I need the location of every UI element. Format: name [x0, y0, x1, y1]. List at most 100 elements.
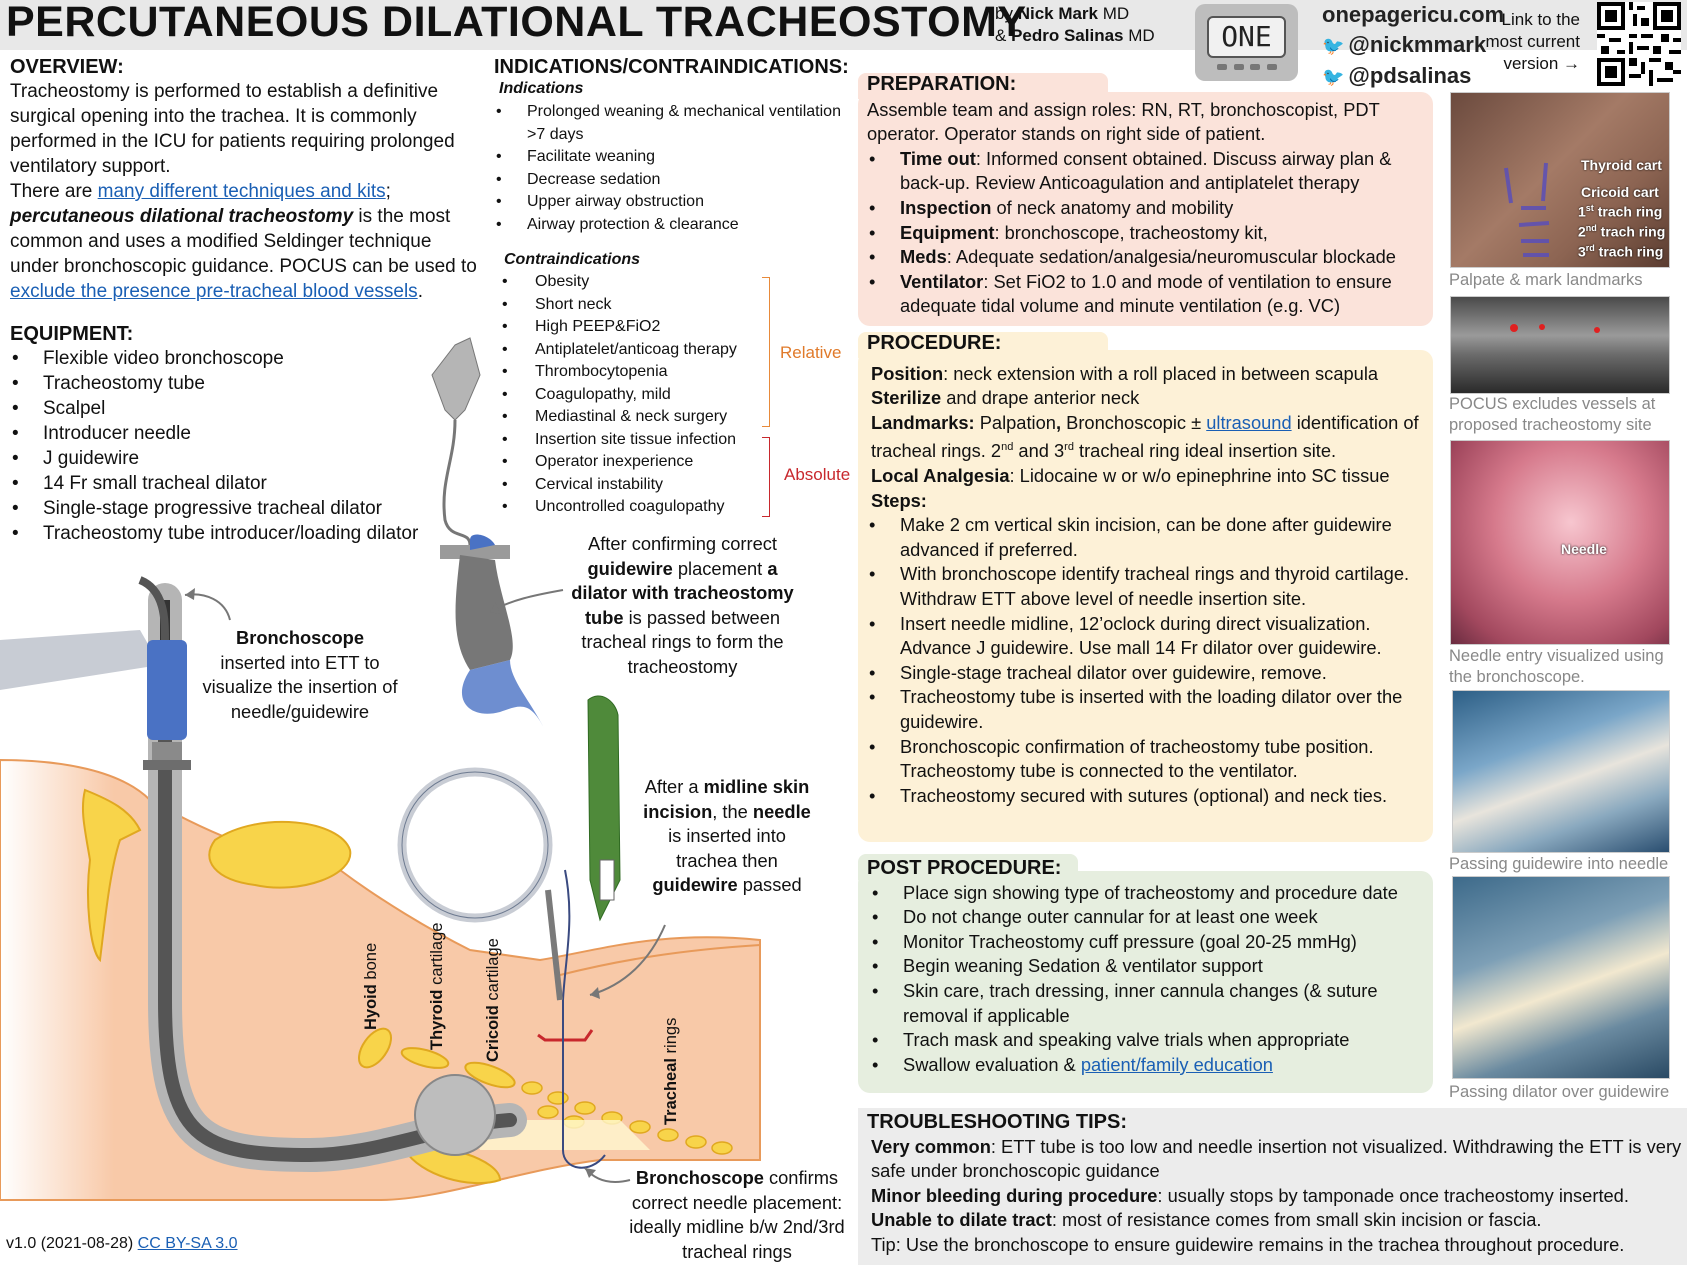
bronchoscope-confirm-label: Bronchoscope confirms correct needle pla…: [629, 1167, 845, 1262]
vessels-link[interactable]: exclude the presence pre-tracheal blood …: [10, 281, 418, 302]
photo-label-needle: Needle: [1561, 541, 1607, 557]
tip-item: Minor bleeding during procedure: usually…: [871, 1184, 1629, 1206]
ultrasound-link[interactable]: ultrasound: [1206, 411, 1292, 433]
troubleshooting-section: TROUBLESHOOTING TIPS: Very common: ETT t…: [867, 1108, 1683, 1258]
photo-caption: Passing dilator over guidewire: [1449, 1083, 1670, 1101]
list-item: Tracheostomy tube is inserted with the l…: [867, 685, 1433, 734]
list-item: Obesity: [500, 271, 780, 294]
list-item: Tracheostomy tube: [10, 371, 470, 396]
list-item: Equipment: bronchoscope, tracheostomy ki…: [867, 221, 1437, 246]
list-item: High PEEP&FiO2: [500, 316, 780, 339]
relative-bracket: [762, 277, 770, 427]
techniques-link[interactable]: many different techniques and kits: [97, 181, 386, 202]
overview-section: OVERVIEW: Tracheostomy is performed to e…: [10, 56, 480, 304]
landmark-markings: [1504, 162, 1550, 257]
list-item: Tracheostomy secured with sutures (optio…: [867, 784, 1433, 809]
photo-label-ring1: 1st trach ring: [1578, 203, 1663, 220]
procedure-analgesia: Local Analgesia: Lidocaine w or w/o epin…: [871, 465, 1390, 487]
contraindications-list: Obesity Short neck High PEEP&FiO2 Antipl…: [500, 271, 780, 519]
absolute-label: Absolute: [784, 465, 851, 484]
license-link[interactable]: CC BY-SA 3.0: [137, 1235, 238, 1252]
post-procedure-heading: POST PROCEDURE:: [867, 857, 1062, 879]
landmarks-photo: Thyroid cart Cricoid cart 1st trach ring…: [1450, 92, 1670, 268]
list-item: Skin care, trach dressing, inner cannula…: [870, 979, 1437, 1028]
list-item: Mediastinal & neck surgery: [500, 406, 780, 429]
photo-caption: POCUS excludes vessels at proposed trach…: [1449, 395, 1656, 434]
troubleshooting-panel-bg: [858, 1108, 1687, 1265]
list-item: Meds: Adequate sedation/analgesia/neurom…: [867, 245, 1437, 270]
indications-subheading: Indications: [499, 80, 584, 97]
procedure-sterilize: Sterilize and drape anterior neck: [871, 387, 1140, 409]
list-item: 14 Fr small tracheal dilator: [10, 471, 470, 496]
page-title: PERCUTANEOUS DILATIONAL TRACHEOSTOMY: [6, 0, 1027, 46]
thyroid-cartilage-shape: [400, 1047, 450, 1069]
tracheostomy-tube-device: [431, 337, 481, 421]
twitter-link-pdsalinas[interactable]: 🐦@pdsalinas: [1322, 63, 1472, 88]
footer: v1.0 (2021-08-28) CC BY-SA 3.0: [6, 1235, 238, 1252]
current-version-link[interactable]: Link to the most current version →: [1485, 10, 1580, 73]
qr-code-icon[interactable]: [1597, 2, 1681, 86]
site-links: onepagericu.com 🐦@nickmmark 🐦@pdsalinas: [1322, 0, 1504, 92]
midline-incision-label: After a midline skin incision, the needl…: [643, 776, 811, 896]
list-item: Facilitate weaning: [494, 146, 854, 169]
photo-label-ring2: 2nd trach ring: [1578, 223, 1666, 240]
patient-education-link[interactable]: patient/family education: [1080, 1053, 1273, 1075]
list-item: J guidewire: [10, 446, 470, 471]
preparation-intro: Assemble team and assign roles: RN, RT, …: [867, 98, 1380, 145]
procedure-steps-heading: Steps:: [871, 489, 927, 511]
photo-label-cricoid: Cricoid cart: [1581, 184, 1659, 200]
site-link[interactable]: onepagericu.com: [1322, 2, 1505, 27]
hyoid-bone-label: Hyoid bone: [362, 942, 380, 1030]
list-item: Flexible video bronchoscope: [10, 346, 470, 371]
twitter-link-nickmmark[interactable]: 🐦@nickmmark: [1322, 32, 1487, 57]
needle-photo: Needle: [1450, 440, 1670, 645]
list-item: Upper airway obstruction: [494, 191, 854, 214]
logo-screen: ONE: [1207, 16, 1286, 58]
photo-caption: Palpate & mark landmarks: [1449, 271, 1643, 289]
cricoid-cartilage-label: Cricoid cartilage: [484, 938, 502, 1062]
list-item: Inspection of neck anatomy and mobility: [867, 196, 1437, 221]
list-item: Introducer needle: [10, 421, 470, 446]
indications-section: INDICATIONS/CONTRAINDICATIONS: Indicatio…: [494, 56, 854, 236]
post-procedure-section: POST PROCEDURE: Place sign showing type …: [867, 856, 1437, 1077]
list-item: Insert needle midline, 12’oclock during …: [867, 612, 1433, 661]
pocus-photo: [1450, 296, 1670, 394]
list-item: Do not change outer cannular for at leas…: [870, 905, 1437, 930]
epiglottis: [81, 788, 142, 963]
procedure-landmarks: Landmarks: Palpation, Bronchoscopic ± ul…: [871, 411, 1419, 462]
photo-label-thyroid: Thyroid cart: [1581, 157, 1662, 173]
twitter-icon: 🐦: [1322, 36, 1345, 56]
procedure-section: PROCEDURE: Position: neck extension with…: [867, 331, 1433, 808]
photo-caption: Needle entry visualized using the bronch…: [1449, 647, 1664, 686]
preparation-heading: PREPARATION:: [867, 73, 1017, 95]
anatomy-diagram: [0, 337, 761, 1202]
hyoid-bone-shape: [358, 1027, 392, 1069]
list-item: Cervical instability: [500, 474, 780, 497]
list-item: Single-stage tracheal dilator over guide…: [867, 661, 1433, 686]
tip-item: Very common: ETT tube is too low and nee…: [871, 1135, 1682, 1182]
indications-heading: INDICATIONS/CONTRAINDICATIONS:: [494, 56, 849, 78]
photo-caption: Passing guidewire into needle: [1449, 855, 1669, 873]
list-item: Swallow evaluation & patient/family educ…: [870, 1053, 1437, 1078]
list-item: Begin weaning Sedation & ventilator supp…: [870, 954, 1437, 979]
list-item: Uncontrolled coagulopathy: [500, 496, 780, 519]
list-item: Tracheostomy tube introducer/loading dil…: [10, 521, 470, 546]
tip-item: Unable to dilate tract: most of resistan…: [871, 1209, 1542, 1231]
skin-incision: [537, 1029, 594, 1042]
logo-buttons: [1217, 64, 1277, 72]
list-item: Thrombocytopenia: [500, 361, 780, 384]
tip-item: Tip: Use the bronchoscope to ensure guid…: [871, 1233, 1625, 1255]
list-item: Single-stage progressive tracheal dilato…: [10, 496, 470, 521]
list-item: Scalpel: [10, 396, 470, 421]
list-item: Time out: Informed consent obtained. Dis…: [867, 147, 1437, 196]
list-item: Operator inexperience: [500, 451, 780, 474]
list-item: Short neck: [500, 294, 780, 317]
onepager-logo[interactable]: ONE: [1195, 4, 1298, 81]
header-bar: [0, 0, 1687, 50]
list-item: Insertion site tissue infection: [500, 429, 780, 452]
bronchoscope-cable: [138, 576, 169, 641]
list-item: Coagulopathy, mild: [500, 384, 780, 407]
list-item: Decrease sedation: [494, 169, 854, 192]
guidewire-loop: [397, 767, 553, 923]
procedure-position: Position: neck extension with a roll pla…: [871, 362, 1379, 384]
